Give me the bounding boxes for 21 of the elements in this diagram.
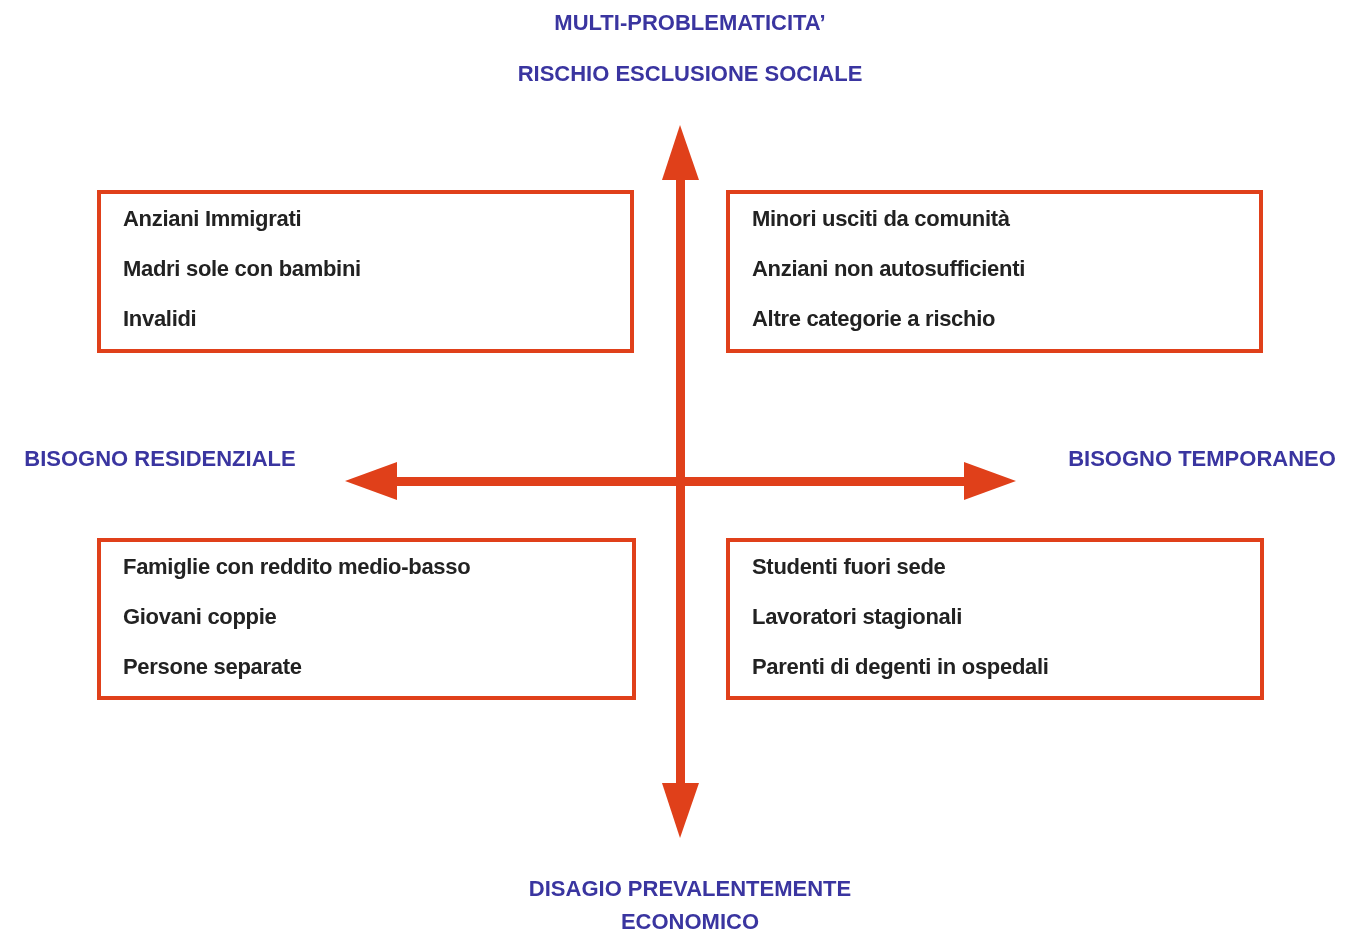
category-item: Studenti fuori sede — [752, 554, 946, 581]
category-box — [726, 538, 1264, 700]
category-item: Invalidi — [123, 306, 197, 333]
category-item: Famiglie con reddito medio-basso — [123, 554, 471, 581]
category-item: Parenti di degenti in ospedali — [752, 654, 1049, 681]
category-item: Giovani coppie — [123, 604, 277, 631]
category-item: Anziani non autosufficienti — [752, 256, 1025, 283]
category-item: Lavoratori stagionali — [752, 604, 963, 631]
category-box — [97, 190, 634, 353]
axis-label: RISCHIO ESCLUSIONE SOCIALE — [516, 60, 864, 88]
axis-label: DISAGIO PREVALENTEMENTE ECONOMICO — [527, 875, 853, 934]
category-item: Minori usciti da comunità — [752, 206, 1010, 233]
category-item: Altre categorie a rischio — [752, 306, 996, 333]
category-item: Madri sole con bambini — [123, 256, 361, 283]
category-box — [97, 538, 636, 700]
category-box — [726, 190, 1263, 353]
category-item: Persone separate — [123, 654, 302, 681]
axis-label: BISOGNO TEMPORANEO — [1067, 445, 1337, 473]
category-item: Anziani Immigrati — [123, 206, 302, 233]
axis-label: BISOGNO RESIDENZIALE — [23, 445, 297, 473]
axis-label: MULTI-PROBLEMATICITA’ — [553, 9, 827, 37]
